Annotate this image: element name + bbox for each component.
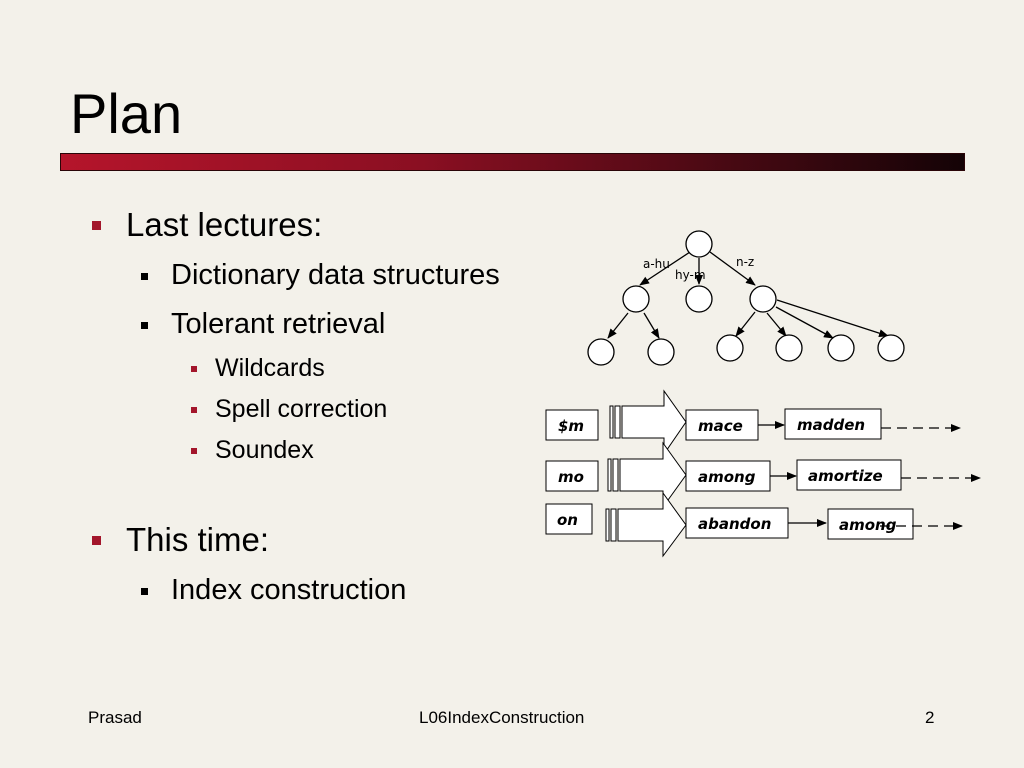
posting-term: mace — [698, 417, 743, 435]
tree-edge — [709, 251, 756, 286]
posting-term: abandon — [698, 515, 771, 533]
tree-node-leaf — [877, 334, 905, 362]
posting-term-box — [784, 408, 882, 440]
title-divider-bar — [60, 153, 965, 171]
block-arrow-icon — [617, 491, 687, 558]
tree-node — [749, 285, 777, 313]
kgram-key: on — [557, 511, 578, 529]
tree-edge-label: hy-m — [675, 268, 706, 282]
posting-term: madden — [797, 416, 865, 434]
arrow-stripe — [614, 405, 621, 439]
block-arrow-icon — [619, 441, 687, 509]
tree-edge — [766, 312, 787, 337]
posting-term: among — [839, 516, 897, 534]
kgram-key-box — [545, 409, 599, 441]
tree-node — [685, 285, 713, 313]
posting-term-box — [685, 507, 789, 539]
tree-edge — [776, 299, 889, 338]
tree-edge-label: a-hu — [643, 257, 670, 271]
arrow-stripe — [612, 458, 619, 492]
posting-term: among — [698, 468, 756, 486]
arrow-stripe — [607, 458, 612, 492]
tree-node-leaf — [647, 338, 675, 366]
tree-edge-label: n-z — [736, 255, 754, 269]
slide-title: Plan — [70, 82, 183, 145]
posting-term-box — [685, 409, 759, 441]
tree-node-leaf — [716, 334, 744, 362]
kgram-key-box — [545, 460, 599, 492]
arrow-stripe — [609, 405, 614, 439]
posting-term-box — [685, 460, 771, 492]
tree-edge — [607, 312, 629, 339]
posting-term-box — [827, 508, 914, 540]
tree-node — [622, 285, 650, 313]
tree-edge — [775, 306, 834, 339]
footer-deck-name: L06IndexConstruction — [419, 708, 585, 727]
tree-edge — [735, 311, 756, 337]
kgram-key: $m — [558, 417, 584, 435]
tree-node-leaf — [587, 338, 615, 366]
kgram-key-box — [545, 503, 593, 535]
arrow-stripe — [605, 508, 610, 542]
kgram-row-3: on abandon among — [545, 491, 963, 558]
tree-node-leaf — [827, 334, 855, 362]
tree-node-leaf — [775, 334, 803, 362]
footer-page-number: 2 — [925, 708, 935, 727]
kgram-key: mo — [558, 468, 584, 486]
arrow-stripe — [610, 508, 617, 542]
block-arrow-icon — [621, 389, 687, 456]
tree-edge — [643, 312, 660, 339]
posting-term: amortize — [808, 467, 883, 485]
footer-author: Prasad — [88, 708, 142, 727]
kgram-row-1: $m mace madden — [545, 389, 961, 456]
posting-term-box — [796, 459, 902, 491]
tree-node-root — [685, 230, 713, 258]
tree-edge — [639, 251, 691, 286]
kgram-row-2: mo among amortize — [545, 441, 981, 509]
